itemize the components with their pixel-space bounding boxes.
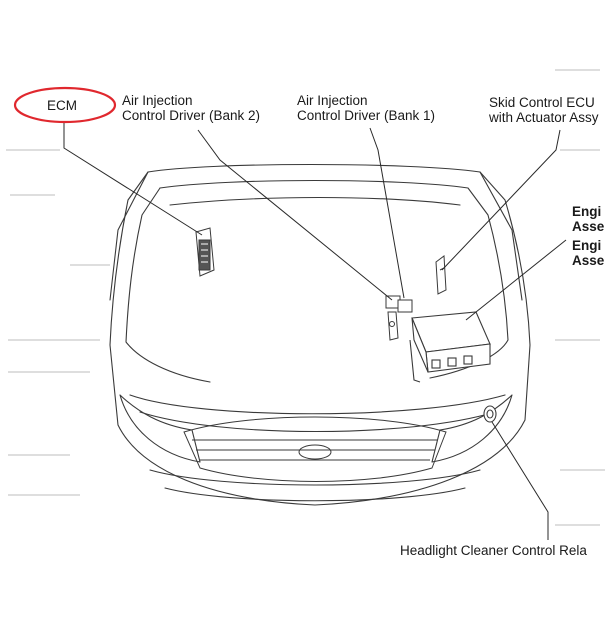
leader-lines xyxy=(63,122,567,540)
engine-room-label-2: Engi Asse xyxy=(572,238,607,268)
air-injection-bank2-line1: Air Injection xyxy=(122,93,193,108)
engine-room-2-line2: Asse xyxy=(572,253,605,268)
air-injection-bank2-line2: Control Driver (Bank 2) xyxy=(122,108,261,123)
ecm-component xyxy=(195,227,215,277)
air-injection-bank1-label: Air Injection Control Driver (Bank 1) xyxy=(297,93,435,123)
ecm-label: ECM xyxy=(47,98,77,113)
headlight-cleaner-label: Headlight Cleaner Control Rela xyxy=(400,543,587,558)
headlight-cleaner-relay xyxy=(483,405,497,423)
front-grille xyxy=(183,416,447,482)
skid-control-label: Skid Control ECU with Actuator Assy xyxy=(489,95,607,125)
air-injection-bank1-line1: Air Injection xyxy=(297,93,368,108)
engine-room-1-line2: Asse xyxy=(572,219,605,234)
air-injection-bank2-label: Air Injection Control Driver (Bank 2) xyxy=(122,93,260,123)
skid-control-ecu xyxy=(435,255,447,295)
vehicle-outline xyxy=(109,163,531,506)
skid-control-line1: Skid Control ECU xyxy=(489,95,595,110)
engine-room-label-1: Engi Asse xyxy=(572,204,607,234)
air-injection-drivers xyxy=(385,295,413,341)
engine-room-1-line1: Engi xyxy=(572,204,602,219)
skid-control-line2: with Actuator Assy xyxy=(489,110,599,125)
ecm-highlight-ellipse xyxy=(13,86,117,124)
background-bleed-marks xyxy=(6,69,605,526)
engine-room-relay-block xyxy=(409,311,491,383)
air-injection-bank1-line2: Control Driver (Bank 1) xyxy=(297,108,436,123)
engine-room-2-line1: Engi xyxy=(572,238,602,253)
